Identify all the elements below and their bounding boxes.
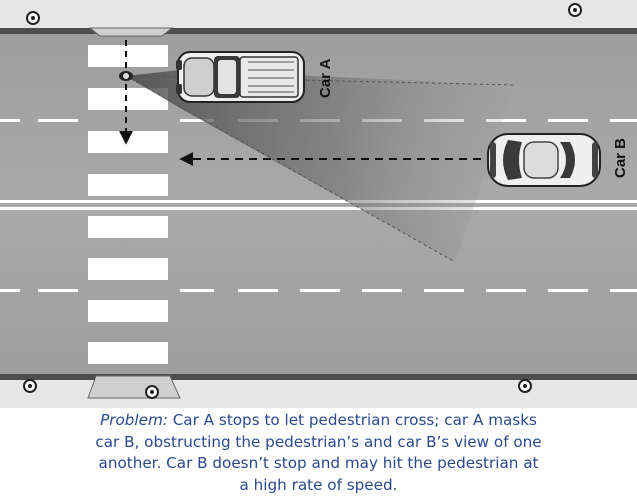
top-curb-ramp (88, 27, 174, 37)
center-line-lower (0, 207, 637, 210)
problem-caption: Problem: Car A stops to let pedestrian c… (0, 410, 637, 498)
car-a-icon (176, 51, 305, 103)
bottom-curb-ramp (87, 375, 181, 399)
top-curb (0, 28, 637, 34)
crosswalk-stripe (88, 342, 168, 364)
caption-line: another. Car B doesn’t stop and may hit … (98, 454, 539, 472)
crosswalk-stripe (88, 216, 168, 238)
sight-shadow (126, 70, 515, 262)
caption-line: car B, obstructing the pedestrian’s and … (95, 432, 542, 451)
car-b-label: Car B (612, 138, 629, 178)
bottom-curb (0, 374, 637, 380)
sight-line-lower (125, 75, 456, 263)
crosswalk-stripe (88, 258, 168, 280)
crosswalk-stripe (88, 174, 168, 196)
caption-line: a high rate of speed. (239, 475, 398, 494)
crosswalk-stripe (88, 88, 168, 110)
lamp-post-icon (518, 379, 532, 393)
pedestrian-icon (119, 71, 133, 81)
crosswalk-stripe (88, 300, 168, 322)
lamp-post-icon (23, 379, 37, 393)
lamp-post-icon (568, 3, 582, 17)
car-a-label: Car A (317, 58, 334, 98)
top-sidewalk (0, 0, 637, 30)
lamp-post-icon (26, 11, 40, 25)
lamp-post-icon (145, 385, 159, 399)
caption-lead: Problem: (100, 411, 168, 429)
center-line-upper (0, 200, 637, 203)
lane-dashes-lower (0, 289, 637, 292)
caption-line: Car A stops to let pedestrian cross; car… (167, 411, 537, 429)
crosswalk-diagram: Car A Car B (0, 0, 637, 408)
crosswalk-stripe (88, 131, 168, 153)
sight-line-upper (125, 75, 516, 86)
crosswalk-stripe (88, 45, 168, 67)
car-b-icon (487, 133, 601, 187)
crosswalk (88, 45, 168, 364)
